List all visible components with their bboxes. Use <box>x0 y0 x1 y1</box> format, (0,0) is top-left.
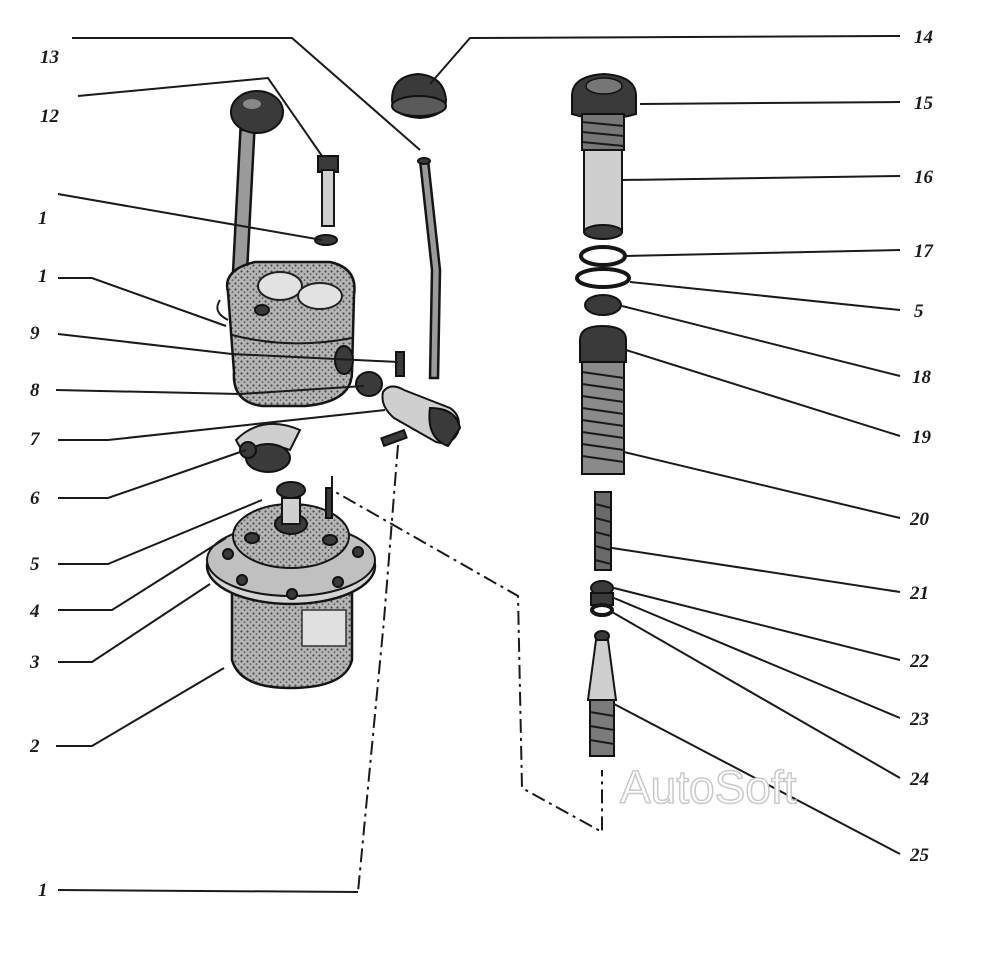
label-1-mid: 1 <box>38 266 48 287</box>
pin-lower <box>380 428 408 448</box>
label-22: 22 <box>909 651 930 672</box>
small-pin <box>395 351 405 377</box>
spring-21 <box>594 491 612 571</box>
label-18: 18 <box>912 367 932 388</box>
label-7: 7 <box>30 429 41 450</box>
watermark-text: AutoSoft <box>620 761 797 813</box>
label-15: 15 <box>914 93 934 114</box>
spring-19 <box>579 324 627 475</box>
ring-17 <box>579 245 627 267</box>
label-21: 21 <box>909 583 929 604</box>
washer-18 <box>584 294 622 316</box>
label-8: 8 <box>30 380 40 401</box>
washer-1-top <box>314 234 338 246</box>
label-6: 6 <box>30 488 40 509</box>
label-19: 19 <box>912 427 932 448</box>
leader-lines <box>55 35 901 893</box>
label-1-top: 1 <box>38 208 48 229</box>
label-12: 12 <box>40 106 60 127</box>
assembly-line-bottom <box>357 444 399 893</box>
label-3: 3 <box>29 652 40 673</box>
label-13: 13 <box>40 47 59 68</box>
lower-body <box>205 481 377 690</box>
tube-16 <box>583 149 623 240</box>
label-2: 2 <box>29 736 40 757</box>
label-17: 17 <box>914 241 935 262</box>
upper-housing <box>216 260 356 408</box>
plunger-25 <box>586 630 618 757</box>
cam-6 <box>234 423 302 473</box>
label-5-left: 5 <box>30 554 40 575</box>
label-1-bottom: 1 <box>38 880 48 901</box>
small-washer <box>355 371 383 397</box>
bolt-12 <box>317 155 339 227</box>
label-25: 25 <box>909 845 930 866</box>
ring-5-right <box>575 267 631 289</box>
label-20: 20 <box>909 509 930 530</box>
tube-13 <box>417 157 442 380</box>
label-5-right: 5 <box>914 301 924 322</box>
label-4: 4 <box>29 601 40 622</box>
part-24 <box>590 603 614 617</box>
shaft-7 <box>381 385 462 448</box>
label-9: 9 <box>30 323 40 344</box>
label-14: 14 <box>914 27 933 48</box>
cap-14 <box>390 72 448 120</box>
label-24: 24 <box>909 769 929 790</box>
nut-15 <box>571 72 637 151</box>
assembly-line-right <box>331 476 603 834</box>
label-23: 23 <box>909 709 929 730</box>
label-16: 16 <box>914 167 934 188</box>
